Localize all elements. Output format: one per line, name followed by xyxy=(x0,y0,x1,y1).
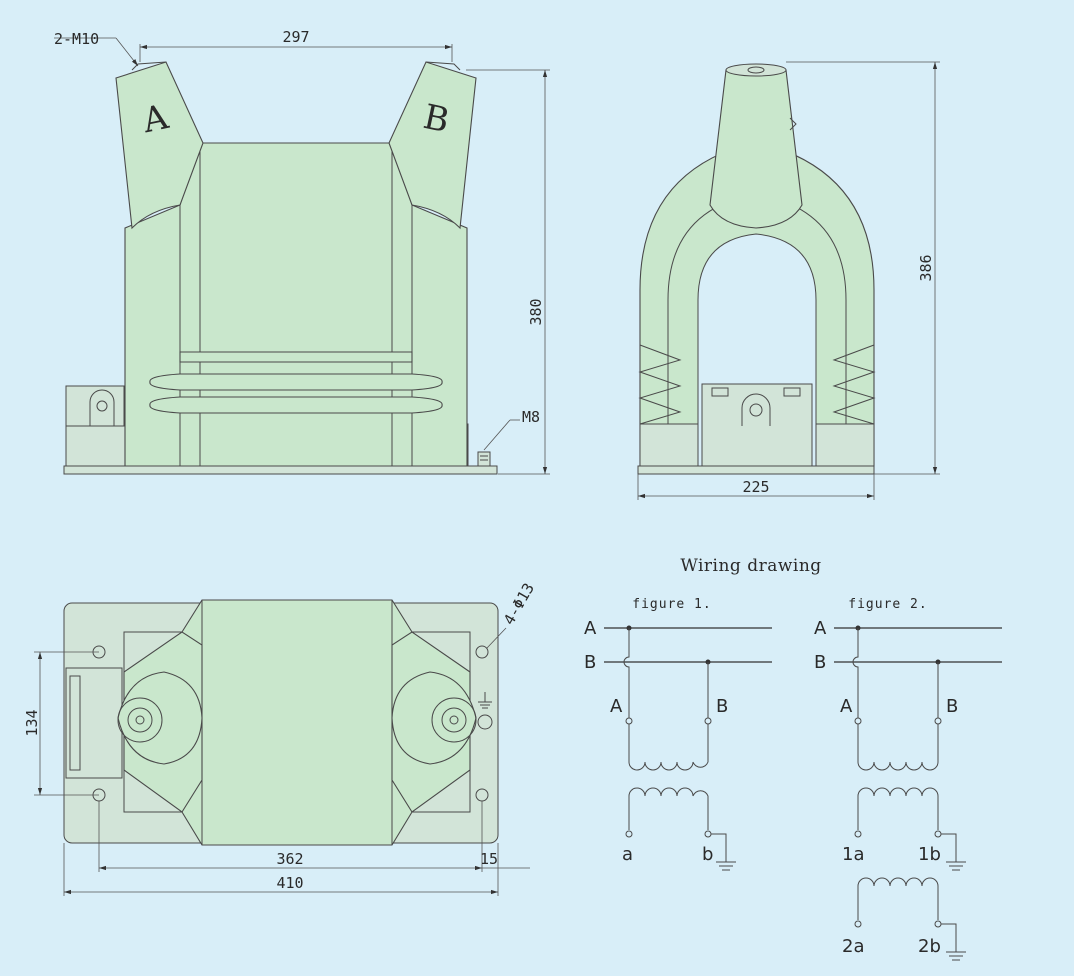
dim-hole-spacing-y: 134 xyxy=(23,709,41,736)
figure-2-caption: figure 2. xyxy=(848,597,927,612)
fig2-bus-b: B xyxy=(814,652,826,673)
top-terminal-box xyxy=(65,667,123,779)
fig1-secondary-b: b xyxy=(702,844,713,865)
thread-top-label: 2-M10 xyxy=(54,30,99,48)
top-main-body xyxy=(181,599,413,846)
fig1-secondary-a: a xyxy=(622,844,633,865)
front-base-plate xyxy=(63,465,498,475)
fig2-secondary2-a: 2a xyxy=(842,936,864,957)
fig2-secondary1-a: 1a xyxy=(842,844,864,865)
front-terminal-loop xyxy=(89,389,115,426)
fig2-primary-b: B xyxy=(946,696,958,717)
side-dimensions: 386 225 xyxy=(637,61,940,500)
side-terminal-box xyxy=(701,383,813,467)
bushing-b xyxy=(388,61,477,230)
dim-edge-offset: 15 xyxy=(480,850,498,868)
dim-side-height: 386 xyxy=(917,254,935,281)
fig1-bus-b: B xyxy=(584,652,596,673)
dim-base-length: 410 xyxy=(276,874,303,892)
side-bushing xyxy=(709,69,803,229)
side-sheds xyxy=(638,344,876,425)
front-terminal-bolt xyxy=(96,400,108,412)
front-ground-screw xyxy=(477,451,491,467)
fig1-bus-a: A xyxy=(584,618,597,639)
fig1-primary-a: A xyxy=(610,696,623,717)
top-bushing-b xyxy=(391,671,477,765)
side-view xyxy=(637,63,876,475)
figure-1-caption: figure 1. xyxy=(632,597,711,612)
dim-side-width: 225 xyxy=(742,478,769,496)
side-base-plate xyxy=(637,465,875,475)
thread-ground-label: M8 xyxy=(522,408,540,426)
bushing-a xyxy=(115,61,204,230)
wiring-figure-1: figure 1. A B A B a b xyxy=(584,597,772,871)
dim-front-height: 380 xyxy=(527,298,545,325)
top-bushing-a xyxy=(117,671,203,765)
wiring-title: Wiring drawing xyxy=(680,556,821,576)
fig1-primary-b: B xyxy=(716,696,728,717)
mounting-hole-3 xyxy=(475,645,489,659)
fig2-secondary1-b: 1b xyxy=(918,844,941,865)
dim-hole-spacing-x: 362 xyxy=(276,850,303,868)
wiring-figure-2: figure 2. A B A B 1a 1b 2a 2b xyxy=(814,597,1002,961)
front-dimensions: 297 2-M10 380 M8 xyxy=(54,28,550,475)
fig2-primary-a: A xyxy=(840,696,853,717)
dim-front-width: 297 xyxy=(282,28,309,46)
fig2-secondary2-b: 2b xyxy=(918,936,941,957)
front-view: A B xyxy=(63,61,498,475)
front-sheds xyxy=(149,351,443,414)
ground-icon xyxy=(477,692,493,730)
fig2-bus-a: A xyxy=(814,618,827,639)
holes-label: 4-Φ13 xyxy=(500,580,538,628)
top-view xyxy=(63,599,499,846)
